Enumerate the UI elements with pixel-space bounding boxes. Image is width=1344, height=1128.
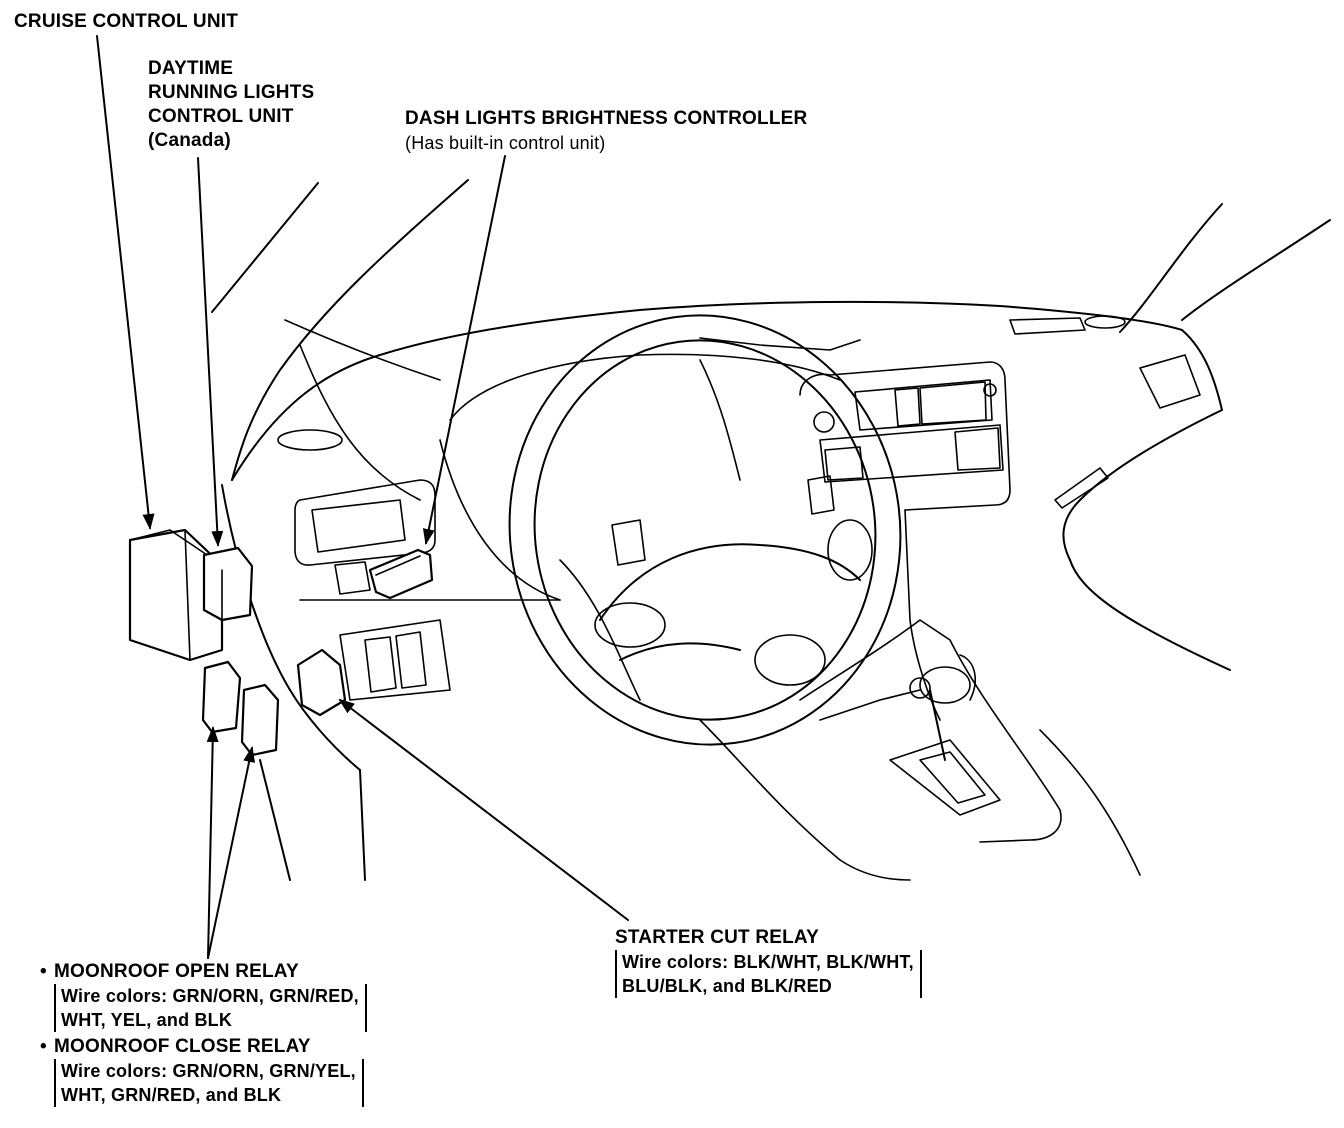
leader-starter-cut	[338, 698, 629, 921]
center-stack	[799, 361, 1011, 721]
steering-wheel	[508, 314, 902, 746]
dash-lights-label: DASH LIGHTS BRIGHTNESS CONTROLLER (Has b…	[405, 107, 807, 155]
dash-lights-note: (Has built-in control unit)	[405, 133, 606, 153]
left-panel-controls	[294, 479, 561, 701]
moonroof-open-relay-label: • MOONROOF OPEN RELAY Wire colors: GRN/OR…	[40, 960, 367, 1032]
moonroof-close-bullet: •	[40, 1036, 47, 1057]
moonroof-close-relay-box	[240, 683, 280, 757]
leader-moonroof-close	[207, 746, 256, 959]
leader-cruise-control	[96, 35, 155, 530]
dashboard-outline	[221, 300, 1231, 881]
windshield-pillars	[211, 179, 1331, 481]
starter-cut-wire-line2: BLU/BLK, and BLK/RED	[622, 976, 832, 996]
moonroof-close-wire-line1: Wire colors: GRN/ORN, GRN/YEL,	[61, 1061, 356, 1081]
dash-lights-controller-box	[368, 548, 434, 600]
moonroof-close-title: MOONROOF CLOSE RELAY	[54, 1036, 311, 1057]
leader-dash-lights	[422, 155, 506, 545]
dash-lights-title: DASH LIGHTS BRIGHTNESS CONTROLLER	[405, 108, 808, 129]
drl-line4: (Canada)	[148, 130, 231, 151]
drl-line1: DAYTIME	[148, 58, 234, 79]
leader-moonroof-open	[206, 726, 219, 959]
drl-line2: RUNNING LIGHTS	[148, 82, 315, 103]
instrument-cluster	[439, 337, 861, 601]
moonroof-open-wire-line2: WHT, YEL, and BLK	[61, 1010, 233, 1030]
moonroof-close-wire-colors: Wire colors: GRN/ORN, GRN/YEL, WHT, GRN/…	[54, 1059, 364, 1107]
starter-cut-relay-box	[296, 648, 347, 717]
shifter-console	[699, 619, 1141, 881]
starter-cut-wire-colors: Wire colors: BLK/WHT, BLK/WHT, BLU/BLK, …	[615, 950, 922, 998]
starter-cut-wire-line1: Wire colors: BLK/WHT, BLK/WHT,	[622, 952, 914, 972]
cruise-control-unit-box	[128, 528, 224, 662]
leader-lines	[96, 35, 629, 959]
drl-unit-label: DAYTIME RUNNING LIGHTS CONTROL UNIT (Can…	[148, 57, 314, 153]
starter-cut-relay-label: STARTER CUT RELAY Wire colors: BLK/WHT, …	[615, 926, 922, 998]
moonroof-close-relay-label: • MOONROOF CLOSE RELAY Wire colors: GRN/O…	[40, 1035, 364, 1107]
moonroof-open-title: MOONROOF OPEN RELAY	[54, 961, 299, 982]
moonroof-close-wire-line2: WHT, GRN/RED, and BLK	[61, 1085, 282, 1105]
moonroof-open-wire-colors: Wire colors: GRN/ORN, GRN/RED, WHT, YEL,…	[54, 984, 367, 1032]
moonroof-open-relay-box	[201, 660, 242, 734]
leader-drl-unit	[197, 157, 224, 547]
cruise-control-unit-label: CRUISE CONTROL UNIT	[14, 11, 239, 32]
drl-unit-box	[202, 546, 254, 622]
drl-line3: CONTROL UNIT	[148, 106, 294, 127]
starter-cut-title: STARTER CUT RELAY	[615, 927, 819, 948]
moonroof-open-bullet: •	[40, 961, 47, 982]
moonroof-open-wire-line1: Wire colors: GRN/ORN, GRN/RED,	[61, 986, 359, 1006]
